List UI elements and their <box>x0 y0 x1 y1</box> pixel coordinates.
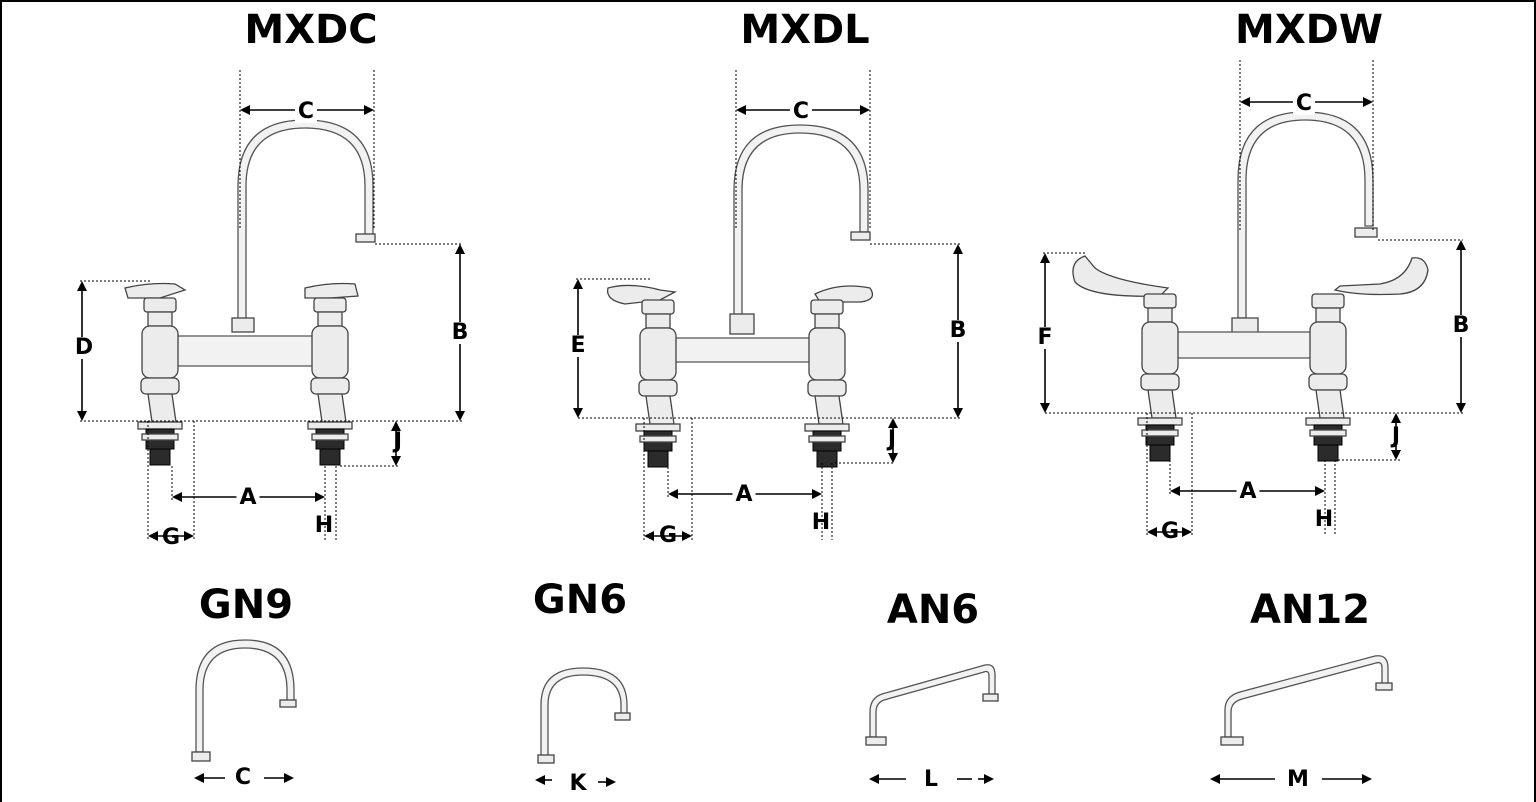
dim-label-c: C <box>789 101 813 123</box>
model-title-gn9: GN9 <box>198 582 294 628</box>
dim-label-f: F <box>1034 327 1056 349</box>
dim-label-e: E <box>567 335 589 357</box>
model-title-mxdc: MXDC <box>244 7 378 53</box>
dim-label-g: G <box>658 523 678 548</box>
faucet-mxdw <box>1040 60 1466 537</box>
dim-label-g: G <box>1160 519 1180 544</box>
dim-label-j: J <box>1391 424 1401 449</box>
dim-label-c: C <box>1292 93 1316 115</box>
faucet-mxdc <box>77 70 465 541</box>
model-title-gn6: GN6 <box>532 577 628 623</box>
dim-label-c: C <box>231 767 255 789</box>
spout-an12 <box>1210 655 1393 784</box>
dim-label-b: B <box>1449 315 1473 337</box>
spout-an6 <box>865 664 999 784</box>
dim-label-b: B <box>946 320 970 342</box>
dim-label-j: J <box>887 427 897 452</box>
dim-label-a: A <box>732 484 756 506</box>
dim-label-h: H <box>314 513 334 538</box>
dim-label-h: H <box>1314 507 1334 532</box>
dim-label-l: L <box>920 769 942 791</box>
dim-label-a: A <box>236 487 260 509</box>
spout-gn9 <box>191 639 297 783</box>
dim-label-d: D <box>71 337 97 359</box>
faucet-mxdl <box>573 70 963 541</box>
dim-label-k: K <box>566 773 590 795</box>
dim-label-h: H <box>811 510 831 535</box>
model-title-an12: AN12 <box>1249 587 1371 633</box>
spout-gn6 <box>535 667 631 787</box>
model-title-mxdl: MXDL <box>740 7 870 53</box>
dim-label-m: M <box>1284 769 1312 791</box>
dim-label-g: G <box>161 525 181 550</box>
dim-label-a: A <box>1236 481 1260 503</box>
dim-label-c: C <box>294 101 318 123</box>
model-title-an6: AN6 <box>886 587 980 633</box>
dim-label-j: J <box>393 429 403 454</box>
dim-label-b: B <box>448 322 472 344</box>
model-title-mxdw: MXDW <box>1235 7 1383 53</box>
